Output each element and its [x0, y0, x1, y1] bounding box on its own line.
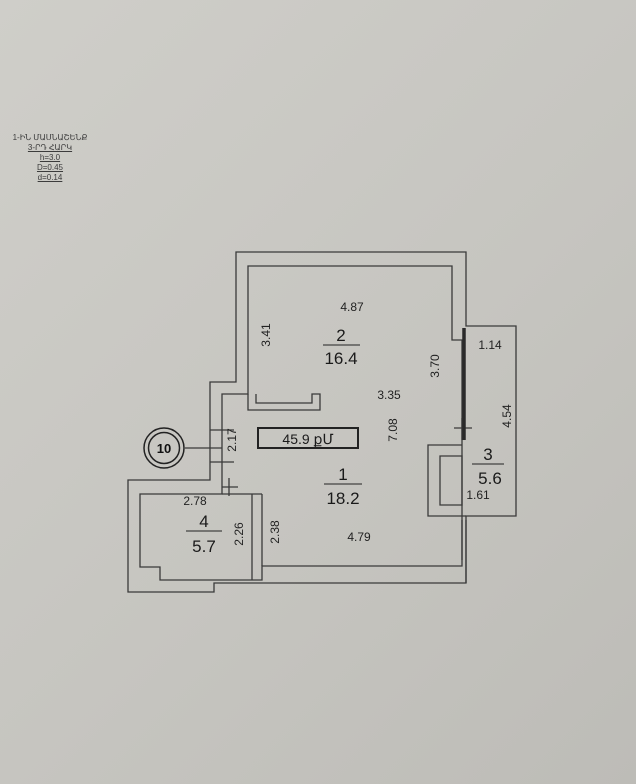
dim-loggia-width: 1.14 — [478, 338, 502, 352]
room3-opening — [461, 520, 467, 583]
flat-number: 10 — [157, 441, 171, 456]
dim-room2-width: 4.87 — [340, 300, 364, 314]
dim-entry-height: 2.17 — [225, 428, 239, 452]
room-3-number: 3 — [483, 445, 492, 464]
legend-height: h=3.0 — [39, 153, 61, 162]
dim-right-upper: 3.70 — [428, 354, 442, 378]
flat-marker-inner — [147, 431, 181, 465]
legend-outer-wall: D=0.45 — [36, 163, 64, 172]
dim-room1-width: 4.79 — [347, 530, 371, 544]
room-1-number: 1 — [338, 465, 347, 484]
room-3-area: 5.6 — [478, 469, 502, 488]
dim-room2-height: 3.41 — [259, 323, 273, 347]
room-4-number: 4 — [199, 512, 208, 531]
flat-marker-outer — [143, 427, 185, 469]
outer-wall-outline — [127, 251, 517, 593]
room-2-number: 2 — [336, 326, 345, 345]
legend-inner-wall: d=0.14 — [37, 173, 63, 182]
door-tick-left — [210, 429, 234, 463]
legend-floor: 3-ՐԴ ՀԱՐԿ — [27, 143, 73, 152]
dim-room3-depth: 1.61 — [466, 488, 490, 502]
door-tick-room4 — [222, 478, 238, 496]
dim-room1-height: 7.08 — [386, 418, 400, 442]
room-2-area: 16.4 — [324, 349, 357, 368]
inner-wall-outline — [139, 265, 463, 581]
room3-partition — [427, 444, 466, 517]
dim-corridor-width: 3.35 — [377, 388, 401, 402]
legend-building-part: 1-ԻՆ ՄԱՍՆԱՇԵՆՔ — [12, 133, 88, 142]
total-area-box — [257, 427, 359, 449]
room-4-area: 5.7 — [192, 537, 216, 556]
room2-partition — [247, 393, 321, 411]
drawing-legend: 1-ԻՆ ՄԱՍՆԱՇԵՆՔ 3-ՐԴ ՀԱՐԿ h=3.0 D=0.45 d=… — [4, 133, 96, 183]
dim-room4-height: 2.26 — [232, 522, 246, 546]
room-1-area: 18.2 — [326, 489, 359, 508]
dim-room4-width: 2.78 — [183, 494, 207, 508]
total-area: 45.9 քՄ — [282, 431, 333, 447]
dim-room1-left: 2.38 — [268, 520, 282, 544]
dim-loggia-height: 4.54 — [500, 404, 514, 428]
